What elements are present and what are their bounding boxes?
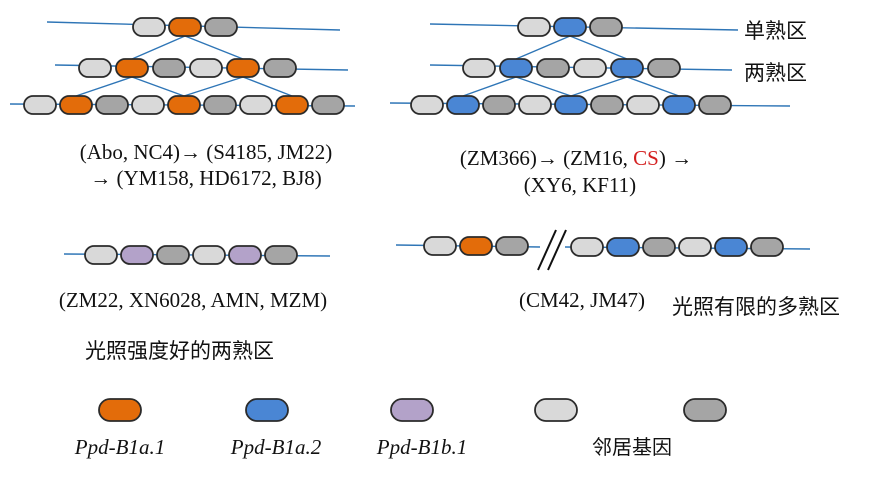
panel-a-link (131, 35, 186, 60)
panel-a-caption-line2: → (YM158, HD6172, BJ8) (90, 166, 322, 190)
panel-b-row3-ppd-b1a2-gene (554, 95, 588, 115)
panel-c-row-neighbor-light-gene (84, 245, 118, 265)
panel-a-link (183, 76, 244, 97)
panel-b-row2-neighbor-dark-gene (647, 58, 681, 78)
panel-a-row1-ppd-b1a1-gene (168, 17, 202, 37)
panel-b-row2-neighbor-dark-gene (536, 58, 570, 78)
panel-a-link (184, 35, 244, 60)
panel-d-right-neighbor-dark-gene (750, 237, 784, 257)
double-maturity-label: 两熟区 (744, 61, 807, 85)
panel-b-row3-neighbor-light-gene (626, 95, 660, 115)
highlight-cs: CS (633, 146, 659, 170)
panel-b-row1-neighbor-light-gene (517, 17, 551, 37)
panel-a-row3-neighbor-dark-gene (311, 95, 345, 115)
legend-label: Ppd-B1a.2 (230, 435, 322, 459)
legend: Ppd-B1a.1 Ppd-B1a.2 Ppd-B1b.1 邻居基因 (74, 398, 727, 459)
panel-b-row2-ppd-b1a2-gene (610, 58, 644, 78)
single-maturity-label: 单熟区 (744, 19, 807, 43)
panel-a-link (242, 76, 293, 97)
panel-d-left-neighbor-light-gene (423, 236, 457, 256)
panel-b-link (626, 76, 680, 97)
panel-b-row3-ppd-b1a2-gene (446, 95, 480, 115)
panel-d-right-neighbor-dark-gene (642, 237, 676, 257)
panel-c-row-neighbor-light-gene (192, 245, 226, 265)
limited-light-multi-maturity-label: 光照有限的多熟区 (672, 295, 840, 319)
panel-d-right-neighbor-light-gene (678, 237, 712, 257)
panel-d-left-neighbor-dark-gene (495, 236, 529, 256)
panel-d-caption: (CM42, JM47) (519, 288, 645, 312)
panel-b-row3-neighbor-dark-gene (482, 95, 516, 115)
break-mark (537, 229, 567, 271)
panel-b-row1-ppd-b1a2-gene (553, 17, 587, 37)
panel-a-row3-neighbor-light-gene (239, 95, 273, 115)
panel-b-row3-neighbor-dark-gene (590, 95, 624, 115)
panel-a-link (75, 76, 133, 97)
panel-d-right-ppd-b1a2-gene (714, 237, 748, 257)
panel-b-caption-line1: (ZM366)→ (ZM16, CS) → (460, 146, 692, 170)
panel-b-link (515, 35, 571, 60)
panel-a-row3-neighbor-light-gene (23, 95, 57, 115)
panel-c-row-ppd-b1b1-gene (228, 245, 262, 265)
panel-a-row2-ppd-b1a1-gene (115, 58, 149, 78)
legend-swatch-light-gray (534, 398, 578, 422)
legend-swatch-orange (98, 398, 142, 422)
panel-a-row3-ppd-b1a1-gene (59, 95, 93, 115)
panel-a-row2-neighbor-dark-gene (263, 58, 297, 78)
panel-b-row2-neighbor-light-gene (462, 58, 496, 78)
panel-a-row3-neighbor-light-gene (131, 95, 165, 115)
legend-label: Ppd-B1b.1 (376, 435, 467, 459)
panel-a-row3-ppd-b1a1-gene (275, 95, 309, 115)
panel-c-row-neighbor-dark-gene (156, 245, 190, 265)
panel-a-link (131, 76, 185, 97)
legend-label: Ppd-B1a.1 (74, 435, 165, 459)
panel-a-row1-neighbor-dark-gene (204, 17, 238, 37)
panel-c-row-ppd-b1b1-gene (120, 245, 154, 265)
panel-a-caption-line1: (Abo, NC4)→ (S4185, JM22) (80, 140, 333, 164)
panel-b-row3-neighbor-light-gene (410, 95, 444, 115)
panel-b-row1-neighbor-dark-gene (589, 17, 623, 37)
legend-swatch-dark-gray (683, 398, 727, 422)
good-light-double-maturity-label: 光照强度好的两熟区 (85, 339, 274, 363)
panel-a-row2-ppd-b1a1-gene (226, 58, 260, 78)
panel-b-link (569, 35, 628, 60)
legend-swatch-blue (245, 398, 289, 422)
panel-a-row3-neighbor-dark-gene (95, 95, 129, 115)
panel-b-row3-neighbor-light-gene (518, 95, 552, 115)
panel-d-right-neighbor-light-gene (570, 237, 604, 257)
panel-b-caption-line2: (XY6, KF11) (524, 173, 636, 197)
panel-a-row1-neighbor-light-gene (132, 17, 166, 37)
legend-label: 邻居基因 (592, 435, 672, 459)
panel-c-row-neighbor-dark-gene (264, 245, 298, 265)
legend-swatch-purple (390, 398, 434, 422)
panel-b-row2-ppd-b1a2-gene (499, 58, 533, 78)
panel-b-row3-neighbor-dark-gene (698, 95, 732, 115)
panel-d-right-ppd-b1a2-gene (606, 237, 640, 257)
panel-a-row2-neighbor-light-gene (189, 58, 223, 78)
panel-b-link (570, 76, 628, 97)
panel-a-row2-neighbor-light-gene (78, 58, 112, 78)
panel-b-row3-ppd-b1a2-gene (662, 95, 696, 115)
panel-b-link (462, 76, 517, 97)
panel-a-row3-ppd-b1a1-gene (167, 95, 201, 115)
panel-b-row2-neighbor-light-gene (573, 58, 607, 78)
panel-d-left-ppd-b1a1-gene (459, 236, 493, 256)
panel-a-row2-neighbor-dark-gene (152, 58, 186, 78)
panel-b-link (515, 76, 572, 97)
panel-c-caption: (ZM22, XN6028, AMN, MZM) (59, 288, 327, 312)
panel-a-row3-neighbor-dark-gene (203, 95, 237, 115)
